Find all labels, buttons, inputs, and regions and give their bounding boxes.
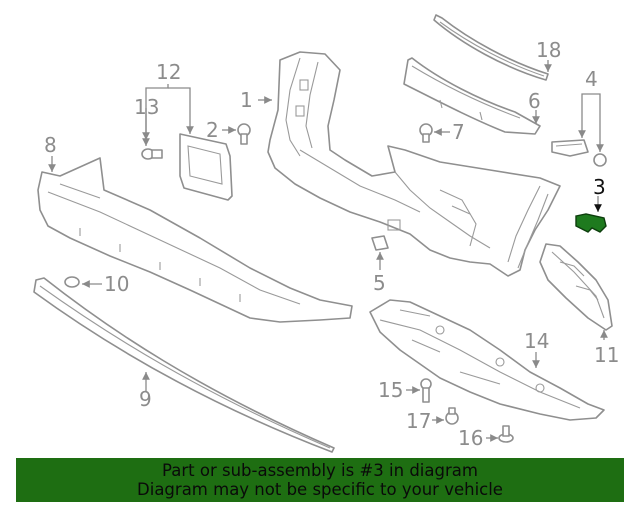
part-9-spoiler-strip xyxy=(33,277,335,453)
fastener-5 xyxy=(371,235,389,251)
callout-14: 14 xyxy=(524,329,549,353)
callout-2: 2 xyxy=(206,118,219,142)
part-14-undercover xyxy=(369,299,605,421)
callout-1: 1 xyxy=(240,88,253,112)
callout-3: 3 xyxy=(593,175,606,199)
callout-7: 7 xyxy=(452,120,465,144)
part-8-lower-reinforcement xyxy=(37,157,353,323)
callout-11: 11 xyxy=(594,343,619,367)
fastener-10 xyxy=(64,276,80,288)
fastener-4 xyxy=(593,153,607,167)
callout-12: 12 xyxy=(156,60,181,84)
fastener-15 xyxy=(420,378,432,403)
part-18-molding xyxy=(433,14,549,81)
part-1-bumper-cover xyxy=(267,51,561,277)
part-4-bracket xyxy=(551,139,589,157)
callout-9: 9 xyxy=(139,387,152,411)
banner-line-2: Diagram may not be specific to your vehi… xyxy=(137,480,503,499)
callout-18: 18 xyxy=(536,38,561,62)
fastener-13 xyxy=(141,148,163,160)
banner-line-1: Part or sub-assembly is #3 in diagram xyxy=(162,461,478,480)
callout-17: 17 xyxy=(406,409,431,433)
fastener-16 xyxy=(498,425,514,443)
fastener-17 xyxy=(445,407,459,425)
leader-lines xyxy=(48,60,608,442)
fastener-2 xyxy=(237,123,251,145)
part-3-highlighted-bracket xyxy=(575,213,607,233)
callout-8: 8 xyxy=(44,133,57,157)
parts-diagram: 1 2 3 4 5 6 7 8 9 10 11 12 13 14 15 16 1… xyxy=(33,14,619,453)
callout-13: 13 xyxy=(134,95,159,119)
highlight-banner: Part or sub-assembly is #3 in diagram Di… xyxy=(16,458,624,502)
part-11-fog-bezel xyxy=(539,243,613,331)
part-12-license-bracket xyxy=(179,133,233,201)
callout-10: 10 xyxy=(104,272,129,296)
callout-16: 16 xyxy=(458,426,483,450)
fastener-7 xyxy=(419,123,433,143)
callout-4: 4 xyxy=(585,67,598,91)
callout-5: 5 xyxy=(373,271,386,295)
callout-6: 6 xyxy=(528,89,541,113)
part-6-grille-bar xyxy=(403,57,541,135)
callout-15: 15 xyxy=(378,378,403,402)
